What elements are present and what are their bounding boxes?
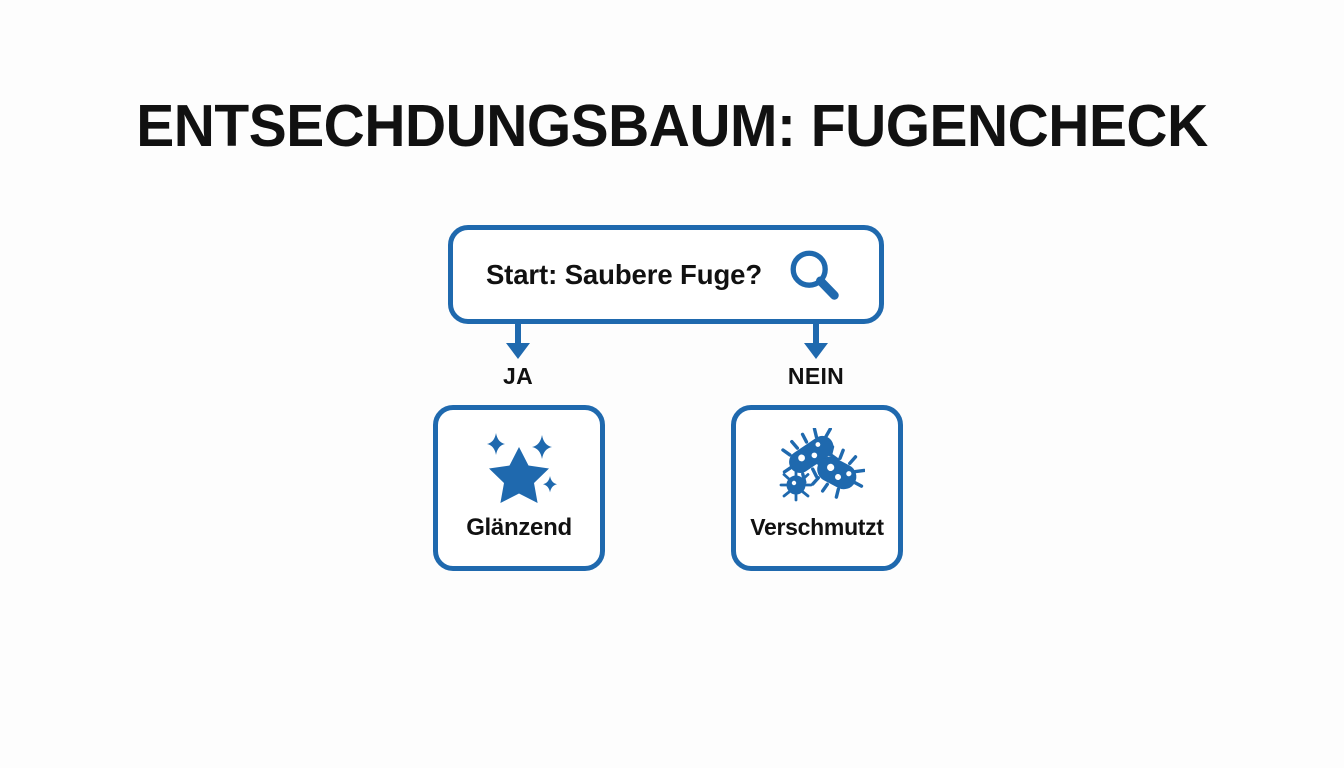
sparkle-star-icon-wrap [478, 428, 560, 504]
bacteria-icon [779, 428, 865, 502]
connector-no-arrowhead [804, 343, 828, 359]
node-outcome-clean-label: Glänzend [466, 514, 572, 541]
node-start-content: Start: Saubere Fuge? [453, 230, 879, 319]
node-start-decision[interactable]: Start: Saubere Fuge? [448, 225, 884, 324]
connector-yes-arrowhead [506, 343, 530, 359]
node-outcome-clean[interactable]: Glänzend [433, 405, 605, 571]
node-outcome-dirty-content: Verschmutzt [736, 410, 898, 566]
bacteria-icon-wrap [769, 428, 865, 504]
page-title: ENTSECHDUNGSBAUM: FUGENCHECK [136, 93, 1208, 159]
node-start-label: Start: Saubere Fuge? [485, 258, 763, 290]
magnifier-icon [790, 250, 839, 300]
branch-label-yes: JA [502, 363, 533, 389]
sparkle-star-icon [487, 433, 557, 503]
node-outcome-dirty[interactable]: Verschmutzt [731, 405, 903, 571]
branch-label-no: NEIN [787, 363, 845, 389]
node-outcome-clean-content: Glänzend [438, 410, 600, 566]
node-outcome-dirty-label: Verschmutzt [750, 514, 884, 540]
